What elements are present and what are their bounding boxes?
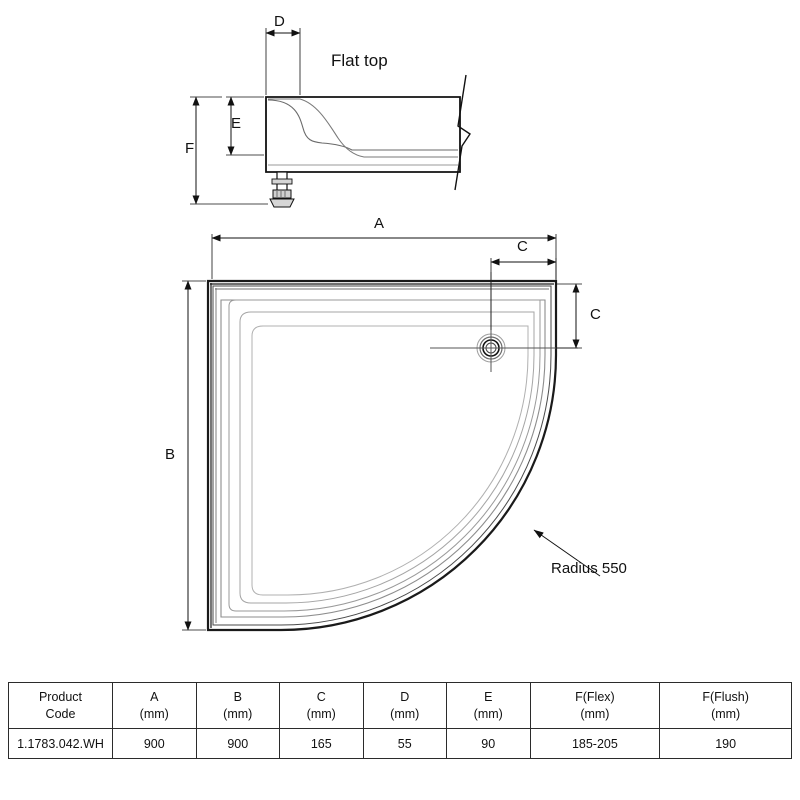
header-d-name: D	[400, 690, 410, 704]
header-c-unit: (mm)	[306, 707, 336, 721]
header-product-code-name: Product	[38, 690, 83, 704]
dimension-label-f: F	[185, 140, 195, 157]
header-e: E (mm)	[446, 682, 531, 729]
header-f-flex-unit: (mm)	[580, 707, 610, 721]
specification-table: Product Code A (mm) B (mm) C (mm) D (mm)…	[8, 682, 792, 759]
header-b-unit: (mm)	[223, 707, 253, 721]
spec-table-header-row: Product Code A (mm) B (mm) C (mm) D (mm)…	[8, 682, 792, 729]
radius-leader-line	[533, 529, 601, 577]
tray-profile-line-1	[220, 299, 546, 618]
header-d-unit: (mm)	[390, 707, 420, 721]
tray-inner-profile-line	[267, 99, 458, 151]
cell-b: 900	[195, 728, 280, 759]
dimension-label-b: B	[165, 446, 176, 463]
flat-top-note: Flat top	[331, 51, 388, 70]
tray-profile-line-2	[228, 299, 541, 612]
header-c: C (mm)	[279, 682, 364, 729]
header-product-code-unit: Code	[45, 707, 76, 721]
tray-profile-line-4	[251, 325, 529, 596]
cell-f-flex: 185-205	[529, 728, 661, 759]
tray-rim-inner-line	[212, 285, 552, 626]
tray-section-body	[265, 96, 461, 173]
header-f-flush: F(Flush) (mm)	[659, 682, 792, 729]
spec-table-body: 1.1783.042.WH 900 900 165 55 90 185-205 …	[8, 728, 792, 759]
section-view	[190, 28, 471, 208]
header-e-unit: (mm)	[473, 707, 503, 721]
header-c-name: C	[316, 690, 326, 704]
dimension-label-a: A	[374, 215, 385, 232]
cell-d: 55	[362, 728, 447, 759]
dimension-label-d: D	[274, 13, 285, 30]
leg-collar-upper	[271, 178, 293, 185]
header-a-unit: (mm)	[139, 707, 169, 721]
header-b: B (mm)	[195, 682, 280, 729]
spec-table-head: Product Code A (mm) B (mm) C (mm) D (mm)…	[8, 682, 792, 729]
header-f-flush-unit: (mm)	[711, 707, 741, 721]
header-product-code: Product Code	[8, 682, 113, 729]
tray-profile-line-3	[239, 311, 535, 604]
header-b-name: B	[233, 690, 242, 704]
table-row: 1.1783.042.WH 900 900 165 55 90 185-205 …	[8, 728, 792, 759]
tray-inner-profile-line-2	[268, 98, 458, 158]
dimension-label-e: E	[231, 115, 242, 132]
leg-foot-pad	[269, 198, 295, 208]
header-d: D (mm)	[362, 682, 447, 729]
header-a: A (mm)	[112, 682, 197, 729]
dimension-label-c-horizontal: C	[517, 238, 528, 255]
header-a-name: A	[150, 690, 159, 704]
leg-nut	[272, 189, 292, 199]
tray-outline	[206, 279, 558, 632]
cell-product-code: 1.1783.042.WH	[8, 728, 113, 759]
radius-note: Radius 550	[551, 560, 627, 577]
header-f-flex-name: F(Flex)	[575, 690, 615, 704]
header-f-flex: F(Flex) (mm)	[529, 682, 661, 729]
header-f-flush-name: F(Flush)	[702, 690, 749, 704]
cell-a: 900	[112, 728, 197, 759]
plan-view	[182, 234, 601, 632]
break-line	[454, 74, 471, 191]
cell-f-flush: 190	[659, 728, 792, 759]
header-e-name: E	[484, 690, 493, 704]
cell-c: 165	[279, 728, 364, 759]
dimension-label-c-vertical: C	[590, 306, 601, 323]
cell-e: 90	[446, 728, 531, 759]
